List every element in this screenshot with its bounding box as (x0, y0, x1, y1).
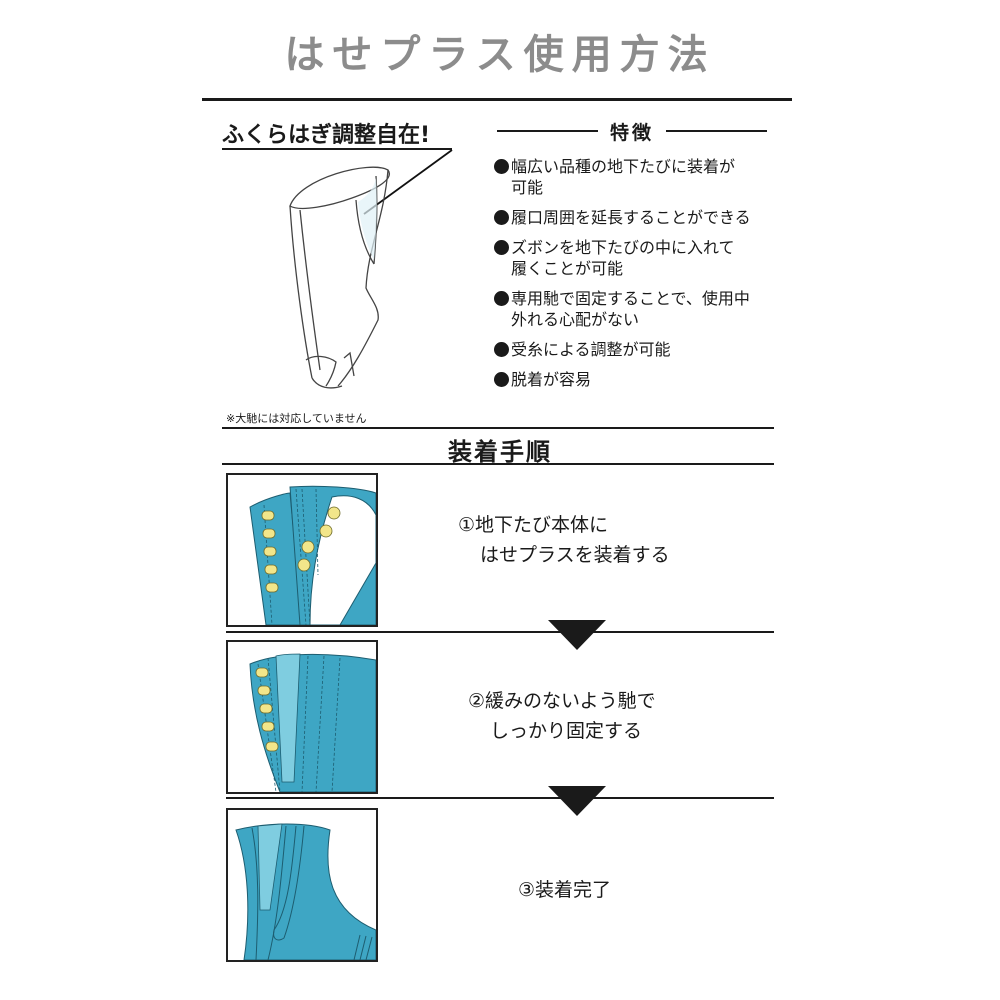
step-1-line-2: はせプラスを装着する (480, 544, 670, 566)
down-arrow-icon (548, 786, 606, 816)
bullet-icon (494, 240, 509, 255)
heading-rule-left (497, 130, 598, 132)
bullet-icon (494, 342, 509, 357)
bullet-icon (494, 210, 509, 225)
feature-item: 幅広い品種の地下たびに装着が可能 (494, 156, 794, 198)
bullet-icon (494, 291, 509, 306)
feature-text: 幅広い品種の地下たびに装着が可能 (511, 156, 735, 198)
feature-line: ズボンを地下たびの中に入れて (511, 238, 735, 257)
features-heading-text: 特徴 (610, 121, 655, 144)
procedure-heading: 装着手順 (448, 438, 552, 466)
heading-rule-right (666, 130, 768, 132)
down-arrow-icon (548, 620, 606, 650)
feature-text: 脱着が容易 (511, 370, 592, 389)
calf-adjust-callout: ふくらはぎ調整自在! (222, 123, 431, 148)
step-1-text: ①地下たび本体に はせプラスを装着する (458, 510, 670, 570)
feature-text: ズボンを地下たびの中に入れて履くことが可能 (511, 237, 735, 279)
bullet-icon (494, 159, 509, 174)
feature-text: 専用馳で固定することで、使用中外れる心配がない (511, 288, 750, 330)
feature-line: 専用馳で固定することで、使用中 (511, 289, 750, 308)
callout-underline (222, 148, 452, 150)
feature-text: 履口周囲を延長することができる (511, 208, 751, 227)
features-heading: 特徴 (497, 118, 768, 144)
feature-line: 可能 (511, 178, 544, 197)
step-3-image (226, 808, 378, 962)
page-title: はせプラス使用方法 (284, 32, 716, 78)
step-1-divider (226, 631, 774, 633)
step-3-line-1: ③装着完了 (518, 879, 612, 901)
feature-item: 専用馳で固定することで、使用中外れる心配がない (494, 288, 794, 330)
fasten-illustration (249, 653, 376, 792)
step-1-image (226, 473, 378, 627)
title-divider (202, 98, 792, 101)
attach-illustration (249, 485, 376, 625)
procedure-bottom-divider (222, 463, 774, 465)
step-2-text: ②緩みのないよう馳で しっかり固定する (468, 686, 656, 746)
completed-illustration (235, 823, 376, 960)
bullet-icon (494, 372, 509, 387)
step-1-line-1: ①地下たび本体に (458, 514, 609, 536)
footnote: ※大馳には対応していません (226, 412, 367, 425)
feature-item: ズボンを地下たびの中に入れて履くことが可能 (494, 237, 794, 279)
step-2-divider (226, 797, 774, 799)
feature-text: 受糸による調整が可能 (511, 340, 671, 359)
step-3-text: ③装着完了 (518, 875, 611, 905)
feature-line: 履くことが可能 (511, 259, 624, 278)
feature-line: 幅広い品種の地下たびに装着が (511, 157, 736, 176)
step-2-image (226, 640, 378, 794)
step-2-line-1: ②緩みのないよう馳で (468, 690, 656, 712)
procedure-top-divider (222, 427, 774, 429)
tabi-extension-illustration (289, 149, 453, 389)
feature-line: 外れる心配がない (511, 310, 640, 329)
feature-item: 履口周囲を延長することができる (494, 207, 794, 228)
features-list: 幅広い品種の地下たびに装着が可能 履口周囲を延長することができる ズボンを地下た… (494, 156, 794, 399)
feature-item: 受糸による調整が可能 (494, 339, 794, 360)
feature-item: 脱着が容易 (494, 369, 794, 390)
step-2-line-2: しっかり固定する (490, 720, 643, 742)
